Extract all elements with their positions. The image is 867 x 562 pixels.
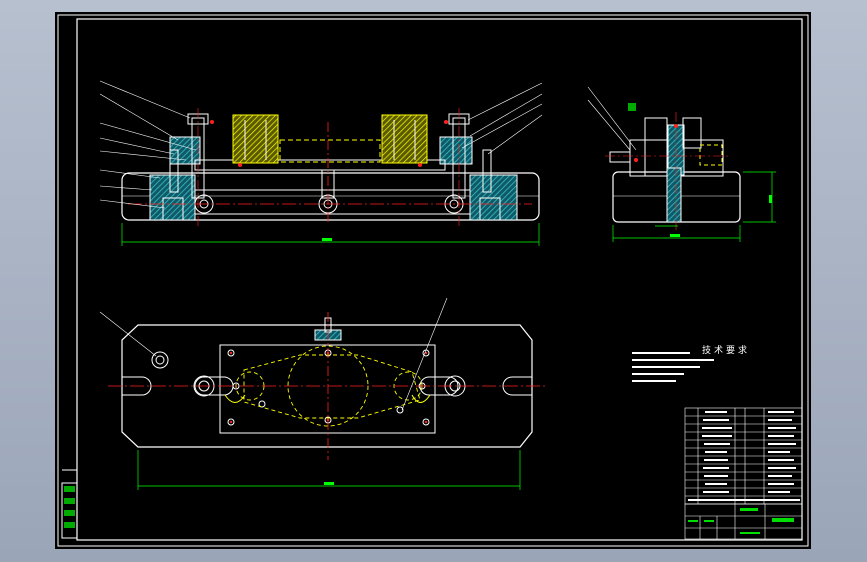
side-view [587,86,776,242]
top-view [99,297,545,490]
title-block [684,503,803,540]
front-view [99,80,543,246]
technical-requirements-title: 技术要求 [702,346,751,356]
title-block-text [688,508,794,534]
fixture-assembly-drawing [57,14,809,547]
parts-list [684,407,803,505]
sheet-border [57,14,809,547]
drawing-sheet[interactable]: 技术要求 [55,12,811,549]
technical-notes-lines [632,352,714,382]
parts-list-text [688,411,800,501]
binding-strip [61,469,78,539]
